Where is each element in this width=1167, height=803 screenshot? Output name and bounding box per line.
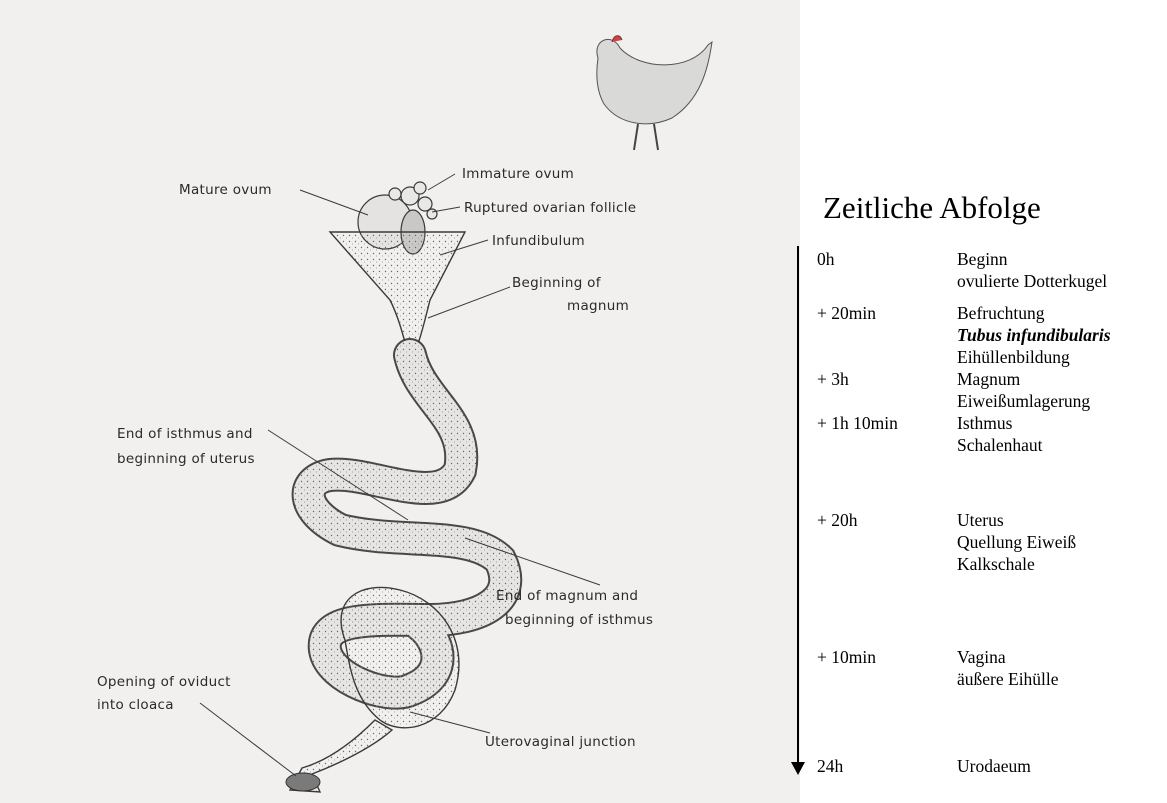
label-beginning-of: Beginning of	[512, 275, 602, 291]
timeline-text: Uterus	[957, 509, 1076, 531]
timeline-text: Magnum	[957, 368, 1090, 390]
timeline-text: Schalenhaut	[957, 434, 1043, 456]
label-end-isthmus-2: beginning of uterus	[117, 451, 255, 467]
timeline-time: + 20h	[817, 509, 858, 531]
timeline-text: äußere Eihülle	[957, 668, 1059, 690]
timeline-text: Eihüllenbildung	[957, 346, 1111, 368]
label-opening-2: into cloaca	[97, 697, 174, 713]
label-ruptured-follicle: Ruptured ovarian follicle	[464, 200, 636, 216]
label-infundibulum: Infundibulum	[492, 233, 585, 249]
timeline-panel: Zeitliche Abfolge 0h Beginn ovulierte Do…	[800, 0, 1167, 803]
timeline-title: Zeitliche Abfolge	[823, 190, 1041, 226]
label-end-magnum-2: beginning of isthmus	[505, 612, 653, 628]
label-mature-ovum: Mature ovum	[179, 182, 272, 198]
label-uterovaginal: Uterovaginal junction	[485, 734, 636, 750]
oviduct-diagram: Mature ovum Immature ovum Ruptured ovari…	[0, 0, 800, 803]
timeline-time: + 10min	[817, 646, 876, 668]
timeline-text: Kalkschale	[957, 553, 1076, 575]
timeline-text: Urodaeum	[957, 755, 1031, 777]
timeline-text: Befruchtung	[957, 302, 1111, 324]
timeline-time: 0h	[817, 248, 835, 270]
timeline-text: Vagina	[957, 646, 1059, 668]
label-end-magnum-1: End of magnum and	[496, 588, 638, 604]
timeline-text: Isthmus	[957, 412, 1043, 434]
timeline-arrow-line	[797, 246, 799, 766]
label-opening-1: Opening of oviduct	[97, 674, 231, 690]
timeline-text: Eiweißumlagerung	[957, 390, 1090, 412]
timeline-arrow-head	[791, 762, 805, 775]
timeline-time: + 3h	[817, 368, 849, 390]
timeline-time: + 1h 10min	[817, 412, 898, 434]
timeline-text: Tubus infundibularis	[957, 324, 1111, 346]
cloaca-opening	[286, 773, 320, 791]
label-magnum: magnum	[567, 298, 629, 314]
timeline-time: 24h	[817, 755, 843, 777]
label-immature-ovum: Immature ovum	[462, 166, 574, 182]
label-end-isthmus-1: End of isthmus and	[117, 426, 253, 442]
timeline-time: + 20min	[817, 302, 876, 324]
timeline-text: Beginn	[957, 248, 1107, 270]
timeline-text: Quellung Eiweiß	[957, 531, 1076, 553]
timeline-text: ovulierte Dotterkugel	[957, 270, 1107, 292]
